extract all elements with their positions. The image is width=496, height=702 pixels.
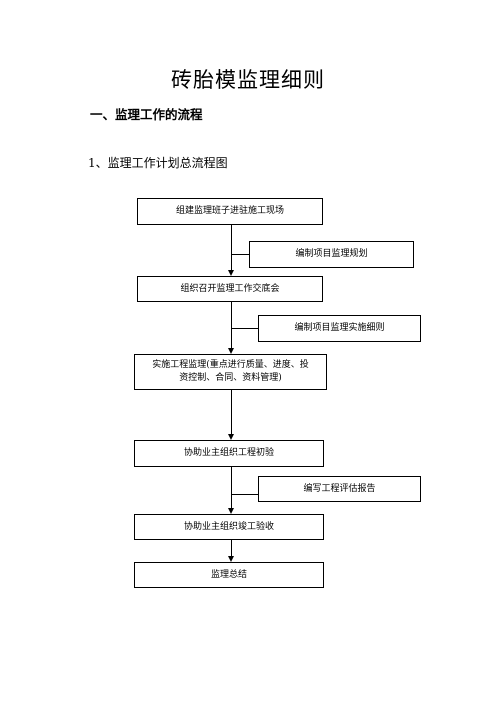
branch-line [231,494,258,495]
side-step-1: 编制项目监理规划 [249,241,414,268]
flow-step-6: 监理总结 [134,562,324,588]
arrow-down-icon [228,270,234,276]
sub-heading: 1、监理工作计划总流程图 [88,156,228,170]
connector-line [231,225,232,270]
side-step-2: 编制项目监理实施细则 [258,315,421,342]
arrow-down-icon [228,348,234,354]
flow-step-4: 协助业主组织工程初验 [134,440,324,467]
connector-line [231,540,232,556]
arrow-down-icon [228,434,234,440]
flow-step-2: 组织召开监理工作交底会 [137,276,323,302]
flow-step-5: 协助业主组织竣工验收 [134,514,324,540]
arrow-down-icon [228,556,234,562]
flow-step-1: 组建监理班子进驻施工现场 [137,198,323,225]
branch-line [231,254,249,255]
section-heading: 一、监理工作的流程 [90,107,203,122]
flow-step-3: 实施工程监理(重点进行质量、进度、投资控制、合同、资料管理) [134,354,327,390]
connector-line [231,390,232,434]
branch-line [231,328,258,329]
arrow-down-icon [228,508,234,514]
side-step-3: 编写工程评估报告 [258,476,421,502]
connector-line [231,467,232,508]
connector-line [231,302,232,348]
document-title: 砖胎模监理细则 [171,68,325,92]
